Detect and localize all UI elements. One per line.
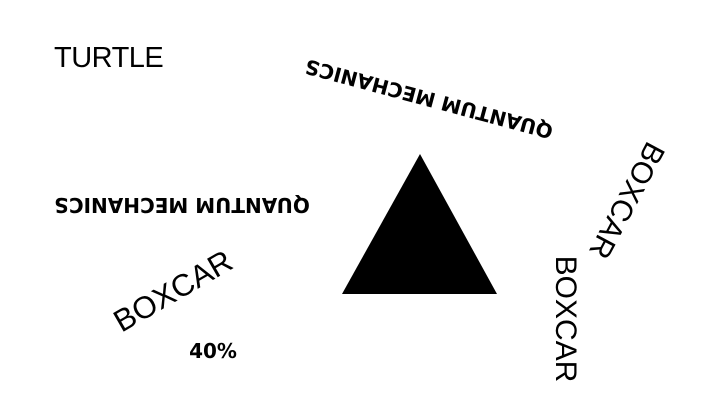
word-boxcar-vertical: BOXCAR — [549, 255, 582, 383]
black-triangle — [342, 154, 497, 294]
percent-label: 40% — [189, 339, 237, 363]
word-turtle: TURTLE — [54, 42, 164, 74]
word-quantum-mechanics-middle: QUANTUM MECHANICS — [54, 193, 310, 217]
